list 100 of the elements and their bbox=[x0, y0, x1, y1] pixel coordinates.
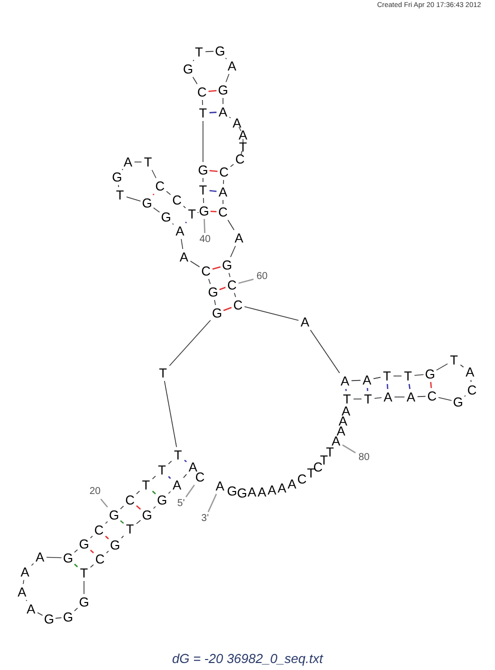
nucleotide-letter: C bbox=[297, 472, 307, 486]
connector-line bbox=[185, 222, 187, 224]
connector-line bbox=[168, 460, 172, 464]
nucleotide-letter: A bbox=[172, 478, 182, 492]
nucleotide-letter: G bbox=[452, 396, 464, 408]
connector-line bbox=[183, 206, 186, 208]
nucleotide-letter: G bbox=[424, 368, 436, 380]
connector-line bbox=[238, 278, 254, 284]
nucleotide-letter: G bbox=[218, 84, 228, 96]
nucleotide-letter: C bbox=[201, 264, 211, 278]
nucleotide-letter: G bbox=[108, 508, 120, 522]
connector-line bbox=[229, 116, 231, 118]
connector-line bbox=[202, 178, 204, 182]
nucleotide-letter: C bbox=[155, 180, 165, 192]
connector-line bbox=[464, 395, 466, 397]
connector-line bbox=[234, 292, 236, 298]
connector-line bbox=[374, 397, 382, 399]
connector-line bbox=[152, 490, 156, 494]
connector-line bbox=[208, 494, 217, 512]
nucleotide-letter: G bbox=[112, 170, 122, 184]
connector-line bbox=[228, 272, 230, 278]
connector-line bbox=[152, 170, 156, 178]
connector-line bbox=[164, 380, 177, 448]
nucleotide-letter: G bbox=[62, 552, 74, 564]
connector-line bbox=[414, 374, 424, 376]
connector-line bbox=[204, 218, 206, 234]
nucleotide-letter: T bbox=[199, 184, 207, 196]
nucleotide-letter: G bbox=[236, 486, 248, 500]
connector-line bbox=[226, 74, 230, 82]
connector-line bbox=[180, 238, 184, 250]
connector-line bbox=[430, 382, 432, 388]
connector-line bbox=[168, 476, 171, 479]
nucleotide-letter: T bbox=[450, 354, 458, 366]
position-number: 3' bbox=[201, 514, 209, 524]
nucleotide-letter: A bbox=[340, 374, 350, 388]
connector-line bbox=[242, 138, 244, 144]
connector-line bbox=[184, 460, 187, 462]
nucleotide-letter: G bbox=[142, 196, 152, 210]
connector-line bbox=[228, 220, 234, 230]
connector-line bbox=[153, 506, 156, 509]
nucleotide-letter: G bbox=[212, 306, 222, 320]
connector-line bbox=[202, 100, 204, 106]
nucleotide-letter: A bbox=[362, 374, 372, 386]
connector-line bbox=[240, 150, 242, 156]
connector-line bbox=[310, 330, 340, 374]
nucleotide-letter: A bbox=[26, 602, 36, 616]
nucleotide-letter: A bbox=[258, 486, 266, 498]
nucleotide-letter: T bbox=[188, 208, 196, 220]
connector-line bbox=[470, 380, 472, 382]
nucleotide-letter: A bbox=[466, 366, 474, 378]
nucleotide-letter: G bbox=[44, 612, 54, 626]
nucleotide-letter: A bbox=[180, 250, 188, 264]
nucleotide-letter: A bbox=[338, 414, 348, 428]
connector-line bbox=[238, 126, 242, 132]
nucleotide-letter: A bbox=[18, 586, 26, 598]
position-number: 60 bbox=[256, 272, 268, 282]
connector-line bbox=[460, 364, 464, 368]
connector-line bbox=[22, 580, 24, 584]
nucleotide-letter: T bbox=[307, 466, 315, 480]
connector-line bbox=[37, 612, 43, 616]
position-number: 40 bbox=[199, 235, 211, 245]
nucleotide-letter: T bbox=[144, 156, 152, 168]
connector-line bbox=[153, 207, 160, 213]
connector-line bbox=[223, 180, 224, 184]
nucleotide-letter: G bbox=[78, 596, 90, 608]
connector-line bbox=[105, 536, 109, 540]
connector-line bbox=[136, 520, 141, 524]
nucleotide-letter: A bbox=[20, 566, 30, 578]
connector-line bbox=[55, 617, 62, 619]
nucleotide-letter: C bbox=[313, 460, 323, 474]
nucleotide-letter: T bbox=[239, 140, 247, 154]
nucleotide-letter: A bbox=[248, 486, 256, 498]
nucleotide-letter: A bbox=[300, 316, 310, 328]
nucleotide-letter: A bbox=[188, 460, 198, 474]
nucleotide-letter: C bbox=[218, 206, 228, 218]
connector-line bbox=[74, 608, 78, 612]
nucleotide-letter: A bbox=[228, 60, 236, 72]
nucleotide-letter: T bbox=[364, 392, 372, 406]
connector-line bbox=[417, 396, 426, 398]
connector-line bbox=[244, 306, 299, 321]
nucleotide-letter: A bbox=[176, 224, 184, 238]
connector-line bbox=[46, 556, 62, 558]
connector-line bbox=[366, 388, 368, 392]
nucleotide-letter: G bbox=[160, 210, 172, 224]
connector-line bbox=[386, 384, 388, 390]
nucleotide-letter: A bbox=[288, 478, 296, 490]
connector-line bbox=[202, 198, 204, 204]
nucleotide-letter: G bbox=[208, 286, 218, 298]
connector-line bbox=[136, 505, 141, 510]
nucleotide-letter: G bbox=[198, 204, 210, 218]
connector-line bbox=[118, 184, 120, 188]
nucleotide-letter: T bbox=[404, 370, 412, 382]
nucleotide-letter: C bbox=[172, 194, 182, 206]
connector-line bbox=[166, 190, 171, 196]
connector-line bbox=[90, 550, 94, 554]
nucleotide-letter: G bbox=[110, 538, 120, 552]
connector-line bbox=[74, 564, 78, 568]
nucleotide-letter: C bbox=[195, 470, 205, 484]
nucleotide-letter: A bbox=[218, 186, 228, 198]
nucleotide-letter: T bbox=[80, 566, 88, 580]
